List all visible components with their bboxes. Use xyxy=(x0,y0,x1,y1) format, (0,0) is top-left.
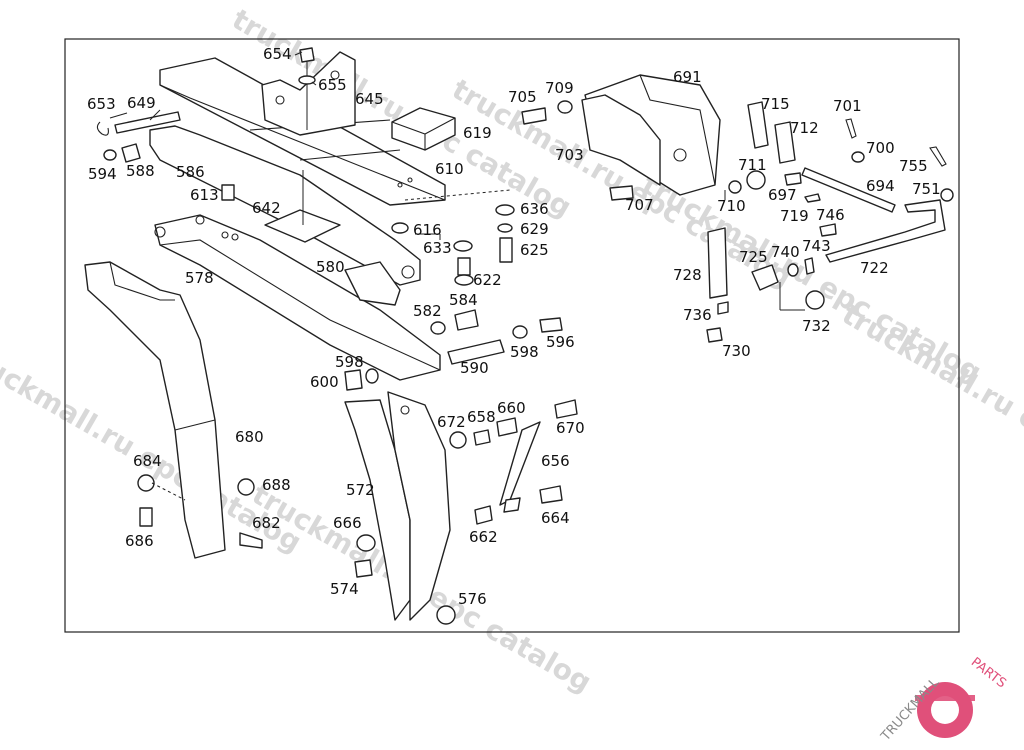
callout-labels: 654 655 645 653 649 619 610 594 588 586 … xyxy=(87,45,941,608)
callout-755[interactable]: 755 xyxy=(899,157,928,175)
callout-654[interactable]: 654 xyxy=(263,45,292,63)
callout-712[interactable]: 712 xyxy=(790,119,819,137)
callout-622[interactable]: 622 xyxy=(473,271,502,289)
callout-701[interactable]: 701 xyxy=(833,97,862,115)
callout-572[interactable]: 572 xyxy=(346,481,375,499)
callout-600[interactable]: 600 xyxy=(310,373,339,391)
callout-625[interactable]: 625 xyxy=(520,241,549,259)
callout-580[interactable]: 580 xyxy=(316,258,345,276)
shock-absorber-656 xyxy=(449,399,578,525)
callout-642[interactable]: 642 xyxy=(252,199,281,217)
callout-662[interactable]: 662 xyxy=(469,528,498,546)
callout-703[interactable]: 703 xyxy=(555,146,584,164)
callout-700[interactable]: 700 xyxy=(866,139,895,157)
callout-684[interactable]: 684 xyxy=(133,452,162,470)
callout-728[interactable]: 728 xyxy=(673,266,702,284)
callout-688[interactable]: 688 xyxy=(262,476,291,494)
callout-629[interactable]: 629 xyxy=(520,220,549,238)
callout-664[interactable]: 664 xyxy=(541,509,570,527)
callout-725[interactable]: 725 xyxy=(739,248,768,266)
callout-670[interactable]: 670 xyxy=(556,419,585,437)
callout-574[interactable]: 574 xyxy=(330,580,359,598)
callout-660[interactable]: 660 xyxy=(497,399,526,417)
callout-588[interactable]: 588 xyxy=(126,162,155,180)
callout-730[interactable]: 730 xyxy=(722,342,751,360)
callout-658[interactable]: 658 xyxy=(467,408,496,426)
callout-732[interactable]: 732 xyxy=(802,317,831,335)
callout-682[interactable]: 682 xyxy=(252,514,281,532)
callout-655[interactable]: 655 xyxy=(318,76,347,94)
callout-711[interactable]: 711 xyxy=(738,156,767,174)
callout-636[interactable]: 636 xyxy=(520,200,549,218)
callout-596[interactable]: 596 xyxy=(546,333,575,351)
callout-633[interactable]: 633 xyxy=(423,239,452,257)
callout-705[interactable]: 705 xyxy=(508,88,537,106)
callout-751[interactable]: 751 xyxy=(912,180,941,198)
callout-672[interactable]: 672 xyxy=(437,413,466,431)
diagram-frame xyxy=(64,38,960,633)
callout-594[interactable]: 594 xyxy=(88,165,117,183)
callout-610[interactable]: 610 xyxy=(435,160,464,178)
callout-582[interactable]: 582 xyxy=(413,302,442,320)
callout-697[interactable]: 697 xyxy=(768,186,797,204)
callout-653[interactable]: 653 xyxy=(87,95,116,113)
truckmall-parts-logo: TRUCKMALL PARTS xyxy=(878,655,1009,745)
pedal-bracket-assembly xyxy=(521,74,954,343)
callout-691[interactable]: 691 xyxy=(673,68,702,86)
callout-709[interactable]: 709 xyxy=(545,79,574,97)
callout-616[interactable]: 616 xyxy=(413,221,442,239)
callout-590[interactable]: 590 xyxy=(460,359,489,377)
callout-598a[interactable]: 598 xyxy=(335,353,364,371)
callout-598b[interactable]: 598 xyxy=(510,343,539,361)
callout-619[interactable]: 619 xyxy=(463,124,492,142)
callout-694[interactable]: 694 xyxy=(866,177,895,195)
callout-645[interactable]: 645 xyxy=(355,90,384,108)
callout-686[interactable]: 686 xyxy=(125,532,154,550)
callout-707[interactable]: 707 xyxy=(625,196,654,214)
callout-743[interactable]: 743 xyxy=(802,237,831,255)
callout-715[interactable]: 715 xyxy=(761,95,790,113)
callout-649[interactable]: 649 xyxy=(127,94,156,112)
callout-719[interactable]: 719 xyxy=(780,207,809,225)
logo-text-parts: PARTS xyxy=(968,655,1009,692)
callout-736[interactable]: 736 xyxy=(683,306,712,324)
callout-740[interactable]: 740 xyxy=(771,243,800,261)
callout-576[interactable]: 576 xyxy=(458,590,487,608)
cross-member-assembly xyxy=(96,47,563,391)
callout-584[interactable]: 584 xyxy=(449,291,478,309)
callout-746[interactable]: 746 xyxy=(816,206,845,224)
callout-666[interactable]: 666 xyxy=(333,514,362,532)
callout-680[interactable]: 680 xyxy=(235,428,264,446)
callout-613[interactable]: 613 xyxy=(190,186,219,204)
bracket-572 xyxy=(344,391,456,625)
callout-656[interactable]: 656 xyxy=(541,452,570,470)
callout-586[interactable]: 586 xyxy=(176,163,205,181)
side-bracket-680 xyxy=(84,261,263,559)
callout-722[interactable]: 722 xyxy=(860,259,889,277)
callout-710[interactable]: 710 xyxy=(717,197,746,215)
callout-578[interactable]: 578 xyxy=(185,269,214,287)
leader-lines xyxy=(109,51,805,311)
